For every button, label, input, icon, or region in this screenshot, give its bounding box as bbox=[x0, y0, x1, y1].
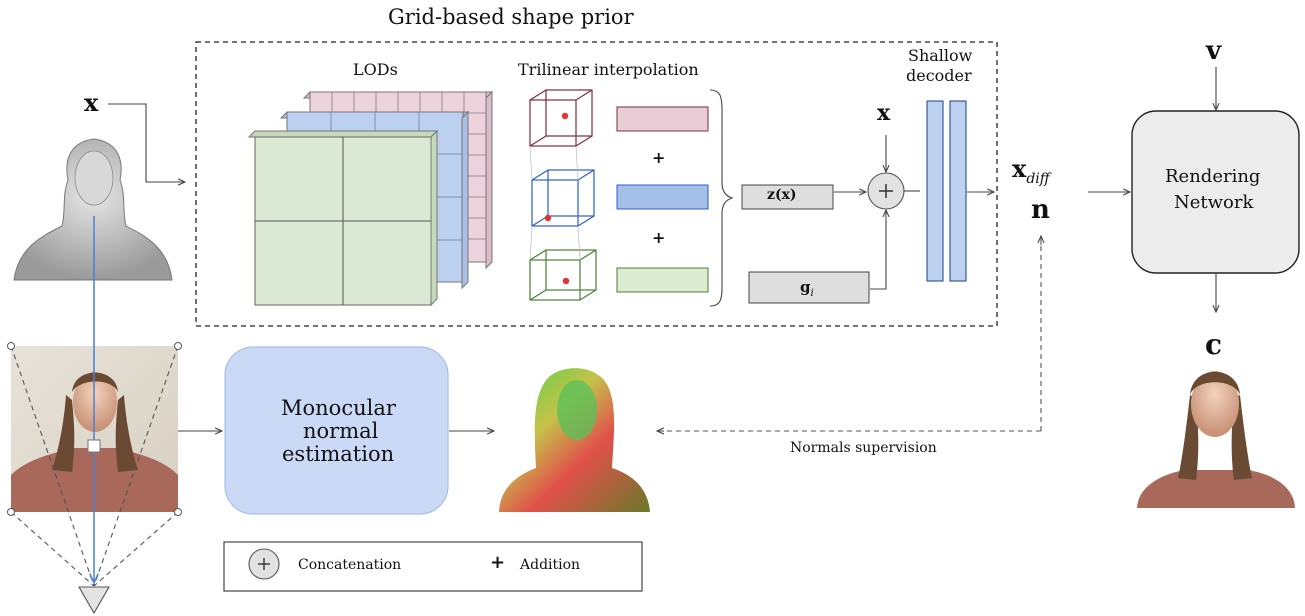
diagram-title: Grid-based shape prior bbox=[388, 5, 634, 29]
decoder-layer-1 bbox=[926, 100, 944, 282]
legend-plus-icon: + bbox=[490, 552, 506, 573]
lods-label: LODs bbox=[353, 60, 398, 79]
v-label: v bbox=[1206, 36, 1222, 66]
feature-green bbox=[616, 267, 709, 293]
legend-concat-label: Concatenation bbox=[298, 557, 402, 573]
plus-2: + bbox=[652, 228, 666, 247]
gi-box bbox=[748, 271, 870, 304]
rendering-network-box bbox=[1131, 110, 1300, 274]
grid-prior-frame bbox=[195, 41, 998, 327]
xdiff-label: xdiff bbox=[1012, 154, 1050, 187]
rendering-label-2: Network bbox=[1174, 192, 1254, 213]
shallow-label: Shallow bbox=[908, 46, 973, 65]
trilinear-cubes bbox=[529, 89, 597, 301]
monocular-box bbox=[224, 346, 449, 515]
decoder-layer-2 bbox=[949, 100, 967, 282]
monocular-label-2: normal bbox=[303, 419, 379, 443]
legend-addition-label: Addition bbox=[520, 557, 581, 573]
trilinear-label: Trilinear interpolation bbox=[518, 60, 699, 79]
monocular-label-1: Monocular bbox=[281, 396, 396, 420]
zx-box bbox=[741, 184, 834, 210]
plus-1: + bbox=[652, 148, 666, 167]
n-label: n bbox=[1031, 195, 1050, 225]
monocular-label-3: estimation bbox=[282, 442, 395, 466]
x-input-arrow bbox=[108, 103, 185, 182]
x-concat-label: x bbox=[877, 100, 891, 126]
feature-pink bbox=[616, 106, 709, 132]
sum-brace bbox=[709, 89, 734, 307]
x-input-label: x bbox=[84, 88, 99, 117]
lod-grids bbox=[247, 90, 494, 307]
camera-frustum bbox=[10, 345, 179, 587]
normals-supervision-label: Normals supervision bbox=[790, 440, 937, 456]
rendering-label-1: Rendering bbox=[1165, 166, 1261, 187]
zx-label: z(x) bbox=[767, 187, 797, 203]
gi-label: gi bbox=[800, 278, 814, 299]
c-label: c bbox=[1205, 328, 1223, 361]
scanned-head-image bbox=[13, 138, 173, 281]
feature-blue bbox=[616, 184, 709, 210]
camera-icon bbox=[78, 586, 110, 615]
normal-map-image bbox=[499, 368, 650, 512]
decoder-label: decoder bbox=[906, 66, 972, 85]
rendered-output-image bbox=[1137, 371, 1295, 508]
legend-box bbox=[223, 541, 643, 592]
